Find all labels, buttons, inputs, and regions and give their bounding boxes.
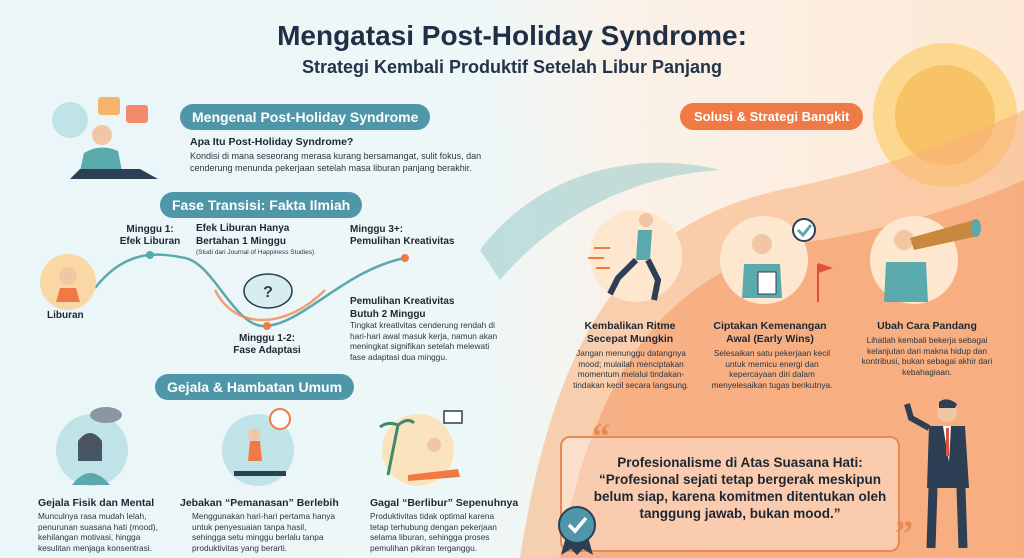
open-quote-mark: “ [592, 416, 610, 456]
symptom-2-text: Menggunakan hari-hari pertama hanya untu… [192, 511, 335, 553]
transition-curve [94, 251, 409, 330]
relaxing-person-icon [52, 97, 158, 179]
recovery-title: Pemulihan Kreativitas Butuh 2 Minggu [350, 296, 455, 320]
solution-2-text: Selesaikan satu pekerjaan kecil untuk me… [711, 348, 833, 390]
treadmill-runner-icon [222, 408, 294, 486]
week1-sub: Efek Liburan [119, 236, 181, 247]
symptom-1-text: Munculnya rasa mudah lelah, penurunan su… [38, 511, 158, 553]
beach-laptop-icon [379, 410, 463, 486]
page-subtitle: Strategi Kembali Produktif Setelah Libur… [301, 57, 723, 77]
award-badge-icon [558, 506, 596, 555]
week3-sub: Pemulihan Kreativitas [350, 236, 455, 247]
week12-sub: Fase Adaptasi [233, 345, 301, 356]
question-cloud-icon: ? [243, 273, 293, 309]
solution-1-text: Jangan menunggu datangnya mood; mulailah… [573, 348, 689, 390]
effect-title: Efek Liburan Hanya Bertahan 1 Minggu [196, 223, 290, 247]
effect-source: (Studi dari Journal of Happiness Studies… [196, 249, 315, 256]
tired-woman-icon [56, 407, 128, 486]
solutions-pill: Solusi & Strategi Bangkit [680, 103, 864, 130]
intro-pill: Mengenal Post-Holiday Syndrome [180, 104, 431, 130]
week1-title: Minggu 1: [126, 224, 174, 235]
solution-2-title: Ciptakan Kemenangan Awal (Early Wins) [713, 320, 827, 346]
intro-question: Apa Itu Post-Holiday Syndrome? [190, 136, 354, 148]
phase-pill: Fase Transisi: Fakta Ilmiah [160, 192, 363, 218]
solution-1-title: Kembalikan Ritme Secepat Mungkin [584, 320, 676, 346]
quote-heading: Profesionalisme di Atas Suasana Hati: [617, 455, 863, 470]
solution-3-title: Ubah Cara Pandang [877, 320, 977, 332]
svg-text:?: ? [263, 284, 273, 301]
businessman-pointing-icon [904, 399, 969, 549]
symptom-1-title: Gejala Fisik dan Mental [38, 497, 155, 509]
week3-title: Minggu 3+: [350, 224, 404, 235]
week12-title: Minggu 1-2: [238, 333, 296, 344]
intro-text: Kondisi di mana seseorang merasa kurang … [190, 151, 482, 173]
running-woman-icon [588, 210, 682, 302]
recovery-text: Tingkat kreativitas cenderung rendah di … [350, 320, 498, 362]
symptoms-pill: Gejala & Hambatan Umum [155, 374, 355, 400]
page-title: Mengatasi Post-Holiday Syndrome: [277, 20, 747, 51]
symptom-3-title: Gagal “Berlibur” Sepenuhnya [370, 497, 519, 509]
close-quote-mark: ” [895, 513, 913, 553]
quote-box [560, 436, 900, 552]
symptom-2-title: Jebakan “Pemanasan” Berlebih [180, 497, 339, 509]
happy-child-icon [40, 254, 96, 310]
telescope-man-icon [870, 216, 981, 304]
symptom-3-text: Produktivitas tidak optimal karena tetap… [370, 511, 497, 553]
liburan-label: Liburan [47, 310, 84, 321]
quote-text: “Profesional sejati tetap bergerak meski… [593, 472, 887, 521]
checklist-man-icon [720, 216, 834, 304]
solution-3-text: Lihatlah kembali bekerja sebagai kelanju… [861, 335, 993, 377]
